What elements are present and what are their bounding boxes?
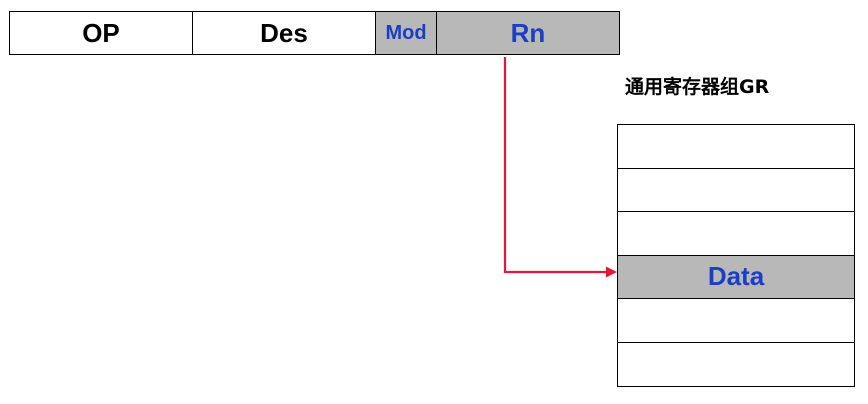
register-row bbox=[618, 299, 854, 343]
register-row bbox=[618, 125, 854, 169]
field-mod: Mod bbox=[376, 12, 437, 54]
instruction-format: OP Des Mod Rn bbox=[9, 11, 620, 55]
register-group-title: 通用寄存器组GR bbox=[625, 76, 770, 98]
field-des: Des bbox=[193, 12, 376, 54]
arrowhead-icon bbox=[606, 266, 617, 278]
register-row-data: Data bbox=[618, 255, 854, 299]
register-group: Data bbox=[617, 124, 855, 387]
arrow-line bbox=[503, 57, 608, 274]
register-row bbox=[618, 169, 854, 212]
field-op: OP bbox=[10, 12, 193, 54]
register-row bbox=[618, 343, 854, 387]
register-row bbox=[618, 212, 854, 256]
field-rn: Rn bbox=[437, 12, 619, 54]
